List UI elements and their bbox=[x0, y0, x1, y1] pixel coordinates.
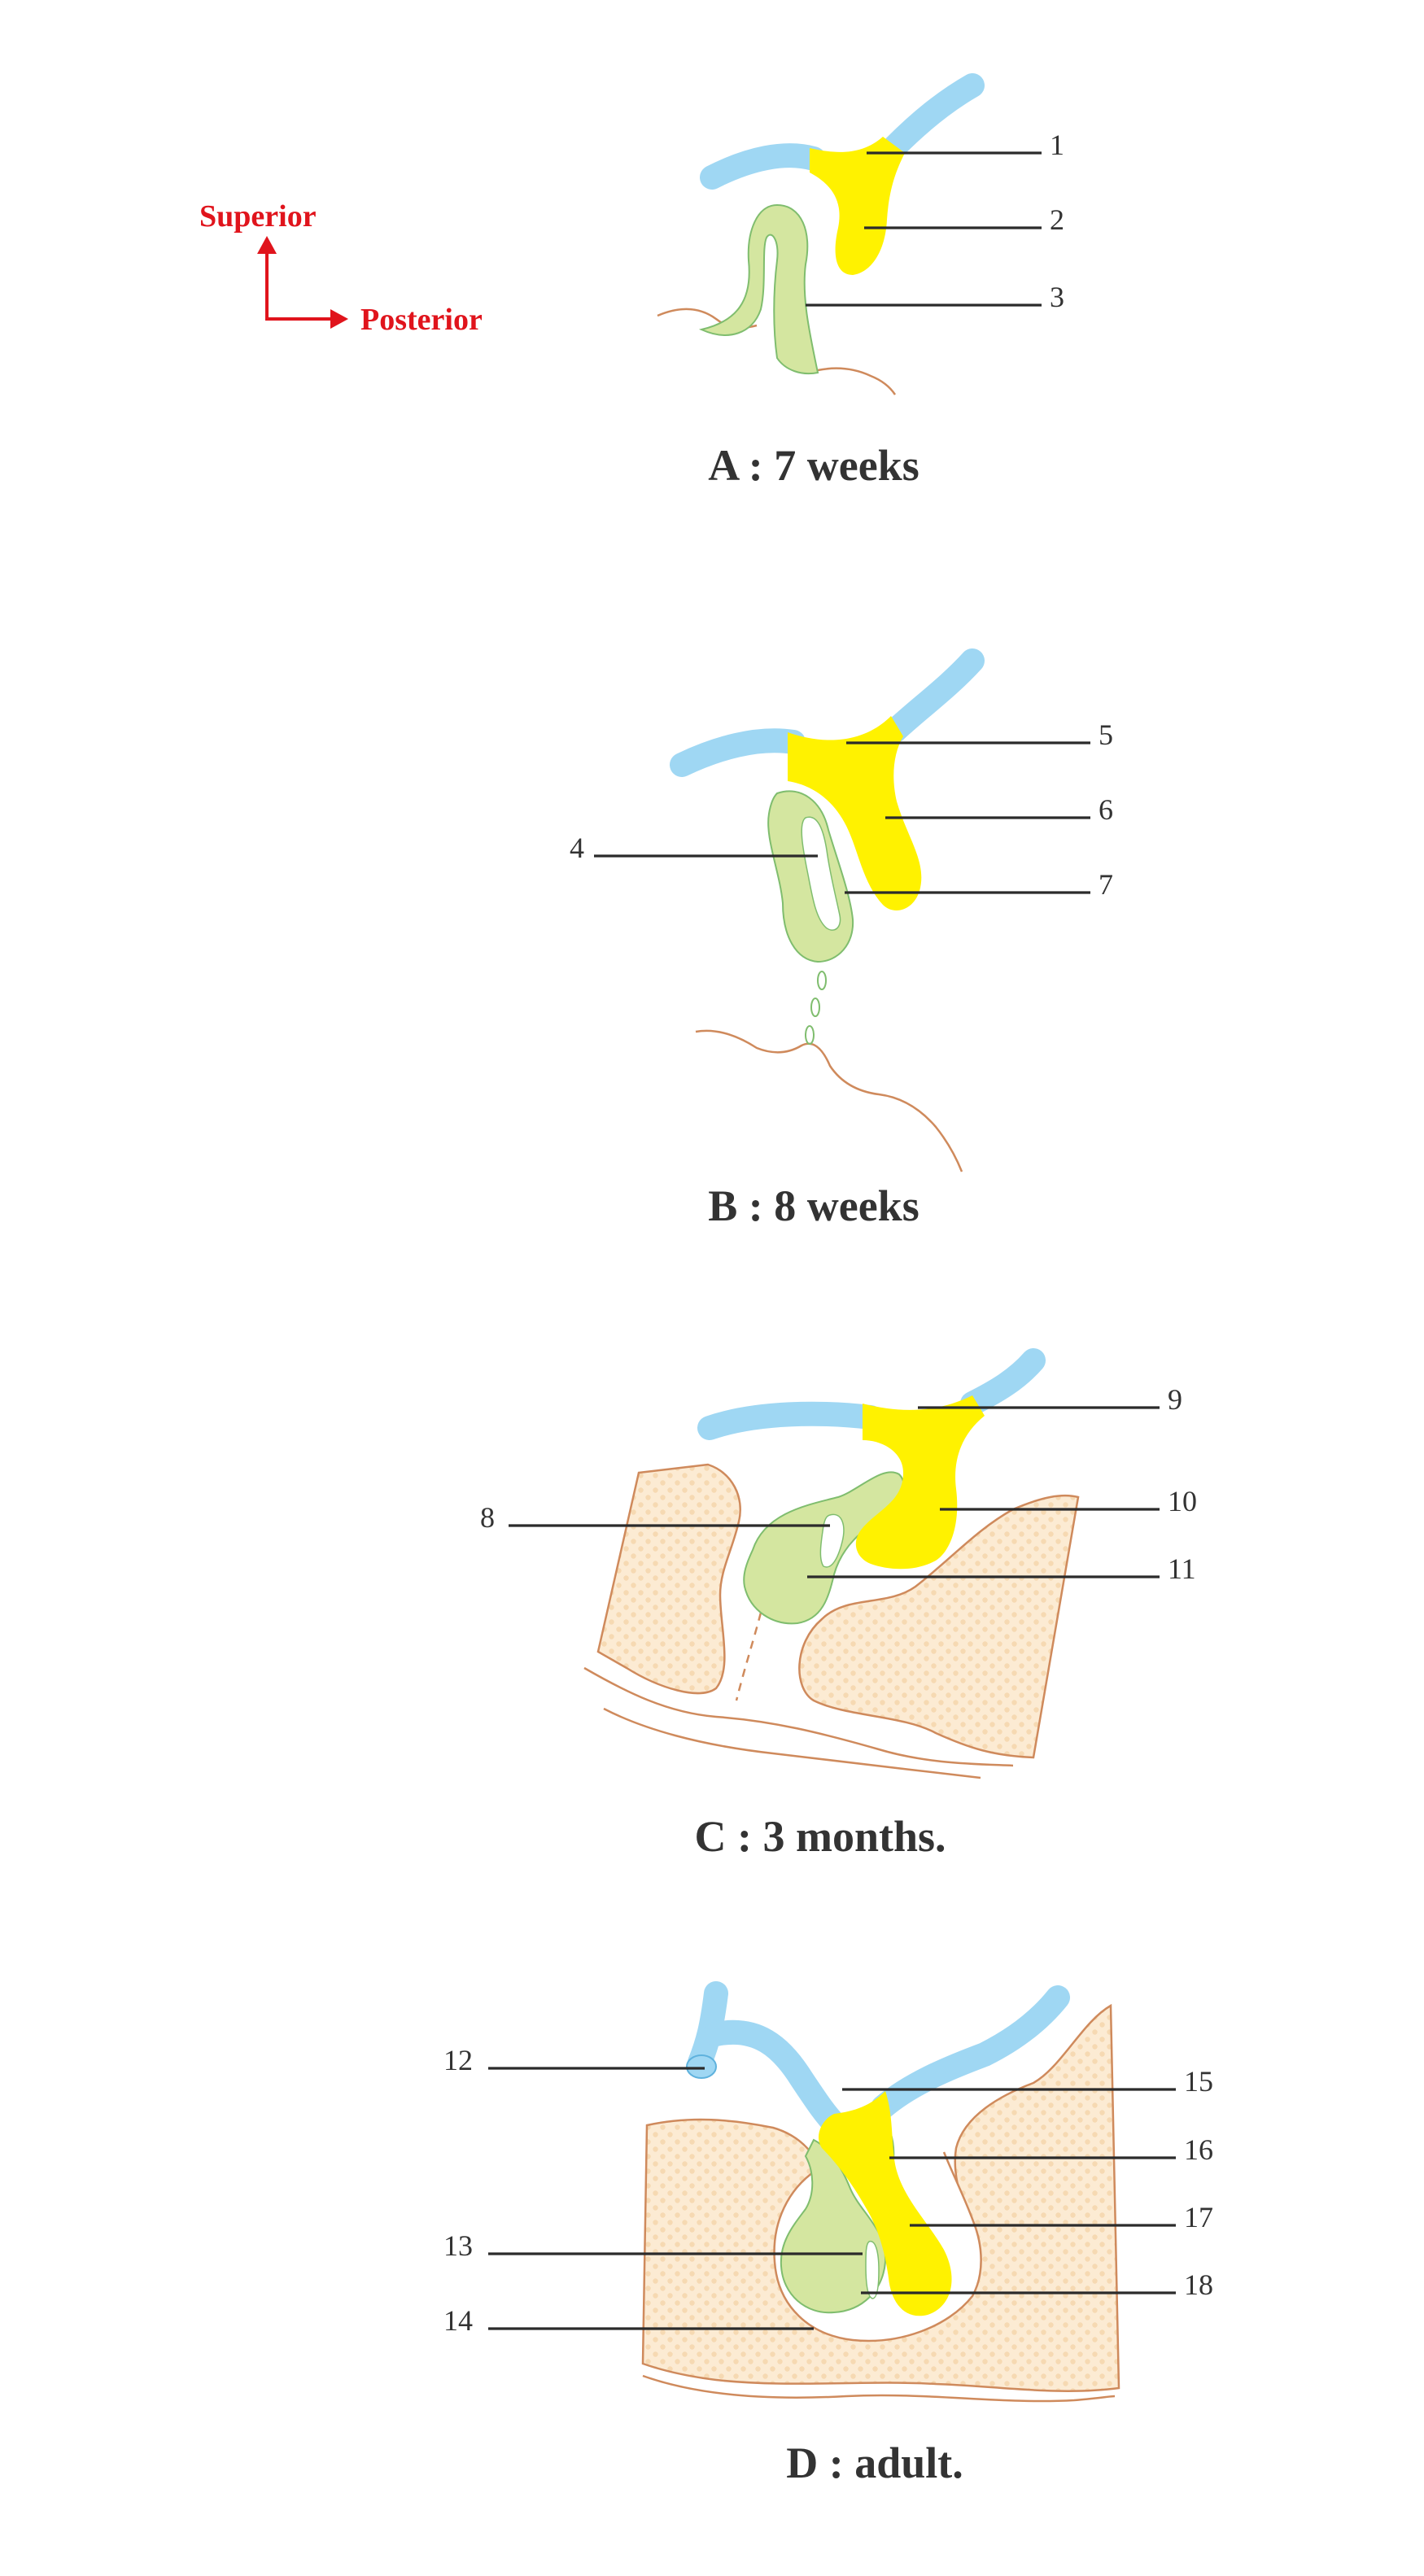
panel-c-lower-contour bbox=[583, 1666, 1014, 1767]
panel-d-optic-chiasm-section bbox=[686, 2054, 717, 2079]
panel-b: 4 5 6 7 B : 8 weeks bbox=[570, 648, 1113, 1230]
panel-c-caption: C : 3 months. bbox=[694, 1812, 946, 1861]
panel-b-stalk-remnant-1 bbox=[817, 971, 827, 990]
panel-d-neurohypophysis bbox=[818, 2091, 952, 2316]
panel-d-label-14: 14 bbox=[443, 2304, 473, 2337]
superior-arrowhead bbox=[257, 236, 277, 254]
panel-b-label-7: 7 bbox=[1099, 868, 1113, 901]
orientation-superior-label: Superior bbox=[199, 199, 317, 234]
panel-a-neural-tube-anterior bbox=[700, 143, 826, 190]
panel-d-label-12: 12 bbox=[443, 2044, 473, 2076]
panel-d-label-13: 13 bbox=[443, 2229, 473, 2262]
panel-d-caption: D : adult. bbox=[786, 2438, 963, 2487]
panel-b-residual-lumen bbox=[801, 816, 841, 931]
panel-d-label-18: 18 bbox=[1184, 2268, 1213, 2301]
panel-c-neural-tube-anterior bbox=[697, 1401, 883, 1440]
panel-c-neural-tube-posterior bbox=[960, 1348, 1046, 1416]
panel-d-neural-tube-posterior bbox=[871, 1985, 1070, 2120]
panel-d-residual-cleft bbox=[865, 2240, 880, 2299]
panel-d-label-16: 16 bbox=[1184, 2133, 1213, 2166]
panel-d-adenohypophysis bbox=[780, 2138, 887, 2314]
panel-c-neurohypophysis bbox=[855, 1395, 985, 1570]
panel-c-stalk-remnant bbox=[735, 1612, 762, 1701]
panel-c-label-10: 10 bbox=[1168, 1485, 1197, 1517]
panel-d-lower-contour bbox=[642, 2374, 1116, 2403]
panel-b-tissue-line bbox=[695, 1029, 963, 1172]
panel-b-neural-tube-anterior bbox=[670, 728, 806, 777]
panel-c-sphenoid-bone-posterior bbox=[798, 1494, 1080, 1759]
panel-a: 1 2 3 A : 7 weeks bbox=[657, 73, 1064, 490]
panel-a-rathke-pouch bbox=[698, 203, 819, 374]
panel-b-label-4: 4 bbox=[570, 832, 584, 864]
panel-d: 12 13 14 15 16 17 18 D : adult. bbox=[443, 1981, 1213, 2487]
panel-a-label-2: 2 bbox=[1050, 203, 1064, 236]
panel-d-label-17: 17 bbox=[1184, 2201, 1213, 2233]
panel-a-label-3: 3 bbox=[1050, 281, 1064, 313]
panel-c-lowest-contour bbox=[603, 1707, 981, 1779]
panel-c-label-11: 11 bbox=[1168, 1552, 1196, 1585]
panel-a-label-1: 1 bbox=[1050, 129, 1064, 161]
panel-d-neural-tube-anterior bbox=[704, 2019, 850, 2140]
panel-c: 8 9 10 11 C : 3 months. bbox=[480, 1348, 1197, 1861]
panel-c-label-8: 8 bbox=[480, 1501, 495, 1534]
panel-b-stalk-remnant-2 bbox=[810, 998, 820, 1017]
panel-b-caption: B : 8 weeks bbox=[708, 1181, 919, 1230]
posterior-arrowhead bbox=[330, 309, 348, 329]
panel-b-label-6: 6 bbox=[1099, 793, 1113, 826]
panel-a-infundibulum bbox=[810, 137, 905, 275]
panel-b-neural-tube-posterior bbox=[883, 648, 985, 743]
orientation-indicator: Superior Posterior bbox=[199, 199, 483, 337]
panel-c-label-9: 9 bbox=[1168, 1383, 1182, 1416]
panel-a-neural-tube-posterior bbox=[883, 73, 985, 159]
panel-b-label-5: 5 bbox=[1099, 718, 1113, 751]
orientation-posterior-label: Posterior bbox=[360, 303, 483, 337]
panel-c-sphenoid-bone bbox=[596, 1463, 741, 1695]
panel-b-neurohypophysis bbox=[788, 716, 922, 910]
panel-c-residual-lumen bbox=[819, 1513, 845, 1568]
panel-a-pharynx-line bbox=[817, 367, 897, 395]
panel-a-caption: A : 7 weeks bbox=[708, 441, 919, 490]
panel-d-label-15: 15 bbox=[1184, 2065, 1213, 2098]
panel-b-stalk-remnant-3 bbox=[805, 1025, 815, 1045]
